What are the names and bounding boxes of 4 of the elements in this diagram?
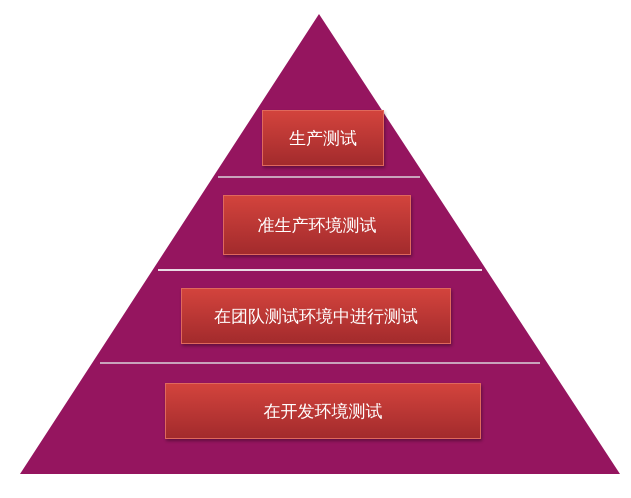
level-box: 准生产环境测试 xyxy=(223,195,411,255)
level-box: 在团队测试环境中进行测试 xyxy=(181,288,451,344)
level-box: 生产测试 xyxy=(262,110,384,166)
level-box: 在开发环境测试 xyxy=(165,383,481,439)
